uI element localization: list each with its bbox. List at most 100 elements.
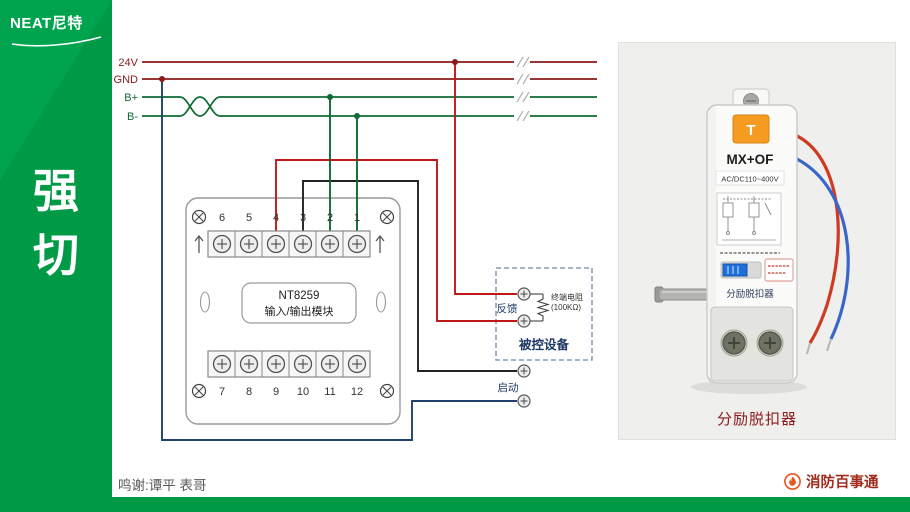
terminal-screw (212, 234, 232, 254)
top-terminal-strip (207, 230, 371, 258)
junction-gnd (159, 76, 165, 82)
red-trip-wire (794, 133, 840, 344)
terminal-screw (212, 354, 232, 374)
feedback-terminal (517, 287, 531, 301)
trip-slider (722, 263, 748, 277)
terminal-number: 8 (246, 386, 252, 398)
resistor-label-1: 终端电阻 (551, 292, 583, 302)
mount-hole-icon (191, 383, 207, 399)
credits-text: 鸣谢:谭平 表哥 (118, 478, 207, 493)
blue-wire-bare-end (826, 338, 832, 352)
line-break-marks (514, 56, 530, 122)
module-model: NT8259 (279, 290, 320, 302)
terminal-number: 5 (246, 212, 252, 224)
feedback-label: 反馈 (497, 302, 518, 315)
flame-icon (784, 473, 801, 490)
bottom-terminal-numbers: 7 8 9 10 11 12 (219, 386, 363, 398)
top-terminal-numbers: 6 5 4 3 2 1 (219, 212, 360, 224)
wires (161, 62, 517, 441)
terminal-screw (347, 354, 367, 374)
orange-clip (732, 114, 770, 144)
break-mark (514, 110, 530, 122)
clip-letter: T (746, 122, 755, 139)
red-wire-bare-end (806, 342, 811, 355)
break-mark (514, 73, 530, 85)
terminal-screw (239, 234, 259, 254)
terminal-screws (720, 329, 784, 357)
product-photo-panel: T MX+OF AC/DC110~400V (618, 42, 896, 440)
blue-trip-wire (796, 157, 850, 340)
module-subtitle: 输入/输出模块 (264, 304, 333, 318)
product-body-label: 分励脱扣器 (726, 288, 774, 300)
sidebar: NEAT尼特 强 切 (0, 0, 112, 512)
io-module: 6 5 4 3 2 1 (191, 209, 395, 399)
terminal-number: 4 (273, 212, 279, 224)
module-right-notch (375, 291, 387, 313)
terminal-number: 11 (324, 386, 335, 398)
controlled-device: 终端电阻 (100KΩ) 反馈 被控设备 启动 (497, 287, 583, 408)
terminal-screw (293, 234, 313, 254)
junction-bminus (354, 113, 360, 119)
product-caption: 分励脱扣器 (716, 411, 797, 428)
wire-terminal3-to-start (302, 180, 517, 372)
bottom-terminal-strip (207, 350, 371, 378)
bottom-green-bar (0, 497, 910, 512)
bus-line-bminus (142, 96, 597, 117)
controlled-device-title: 被控设备 (519, 337, 570, 352)
brand-logo: NEAT尼特 (10, 12, 104, 47)
up-arrow-icon (194, 234, 204, 253)
indicator-label (764, 258, 794, 282)
bus-labels: 24V GND B+ B- (114, 57, 139, 123)
bus-lines (142, 61, 597, 117)
start-terminal (517, 394, 531, 408)
brand-logo-text: NEAT尼特 (10, 15, 83, 32)
footer-brand: 消防百事通 (784, 471, 879, 492)
product-photo: T MX+OF AC/DC110~400V (654, 88, 850, 394)
controlled-device-box (495, 267, 593, 361)
start-terminal (517, 364, 531, 378)
up-arrow-icon (375, 234, 385, 253)
terminal-number: 1 (354, 212, 360, 224)
wire-gnd-to-start (161, 79, 517, 441)
plunger-rod (658, 288, 710, 301)
break-mark (514, 56, 530, 68)
terminal-number: 12 (351, 386, 363, 398)
slider-ridges (727, 266, 739, 274)
mount-hole-icon (191, 209, 207, 225)
terminal-number: 2 (327, 212, 333, 224)
bus-label-gnd: GND (114, 74, 139, 86)
terminal-number: 10 (297, 386, 309, 398)
wire-24v-to-feedback (454, 62, 517, 295)
module-left-notch (199, 291, 211, 313)
terminal-number: 9 (273, 386, 279, 398)
junction-bplus (327, 94, 333, 100)
module-nameplate: NT8259 输入/输出模块 (241, 282, 357, 324)
product-rating: AC/DC110~400V (721, 175, 778, 184)
bus-label-bplus: B+ (124, 92, 138, 104)
terminal-screw (347, 234, 367, 254)
footer-brand-text: 消防百事通 (806, 475, 879, 491)
terminal-screw (293, 354, 313, 374)
vertical-title-char-1: 强 (33, 165, 79, 217)
terminal-screw (266, 354, 286, 374)
junction-24v (452, 59, 458, 65)
terminal-screw (239, 354, 259, 374)
terminal-number: 7 (219, 386, 225, 398)
bus-label-24v: 24V (118, 57, 138, 69)
rating-plate (715, 170, 785, 186)
resistor-label-2: (100KΩ) (551, 303, 581, 312)
feedback-terminal (517, 314, 531, 328)
terminal-screw (320, 234, 340, 254)
terminal-screw (266, 234, 286, 254)
mount-hole-icon (379, 383, 395, 399)
terminal-screw (320, 354, 340, 374)
terminal-number: 3 (300, 212, 306, 224)
wire-feedback-to-terminal4 (275, 159, 517, 322)
vertical-title-char-2: 切 (33, 229, 79, 281)
mount-hole-icon (379, 209, 395, 225)
terminal-block (710, 306, 794, 382)
io-module-body (185, 197, 401, 425)
circuit-diagram-label (716, 192, 782, 246)
orientation-arrows (194, 234, 385, 253)
